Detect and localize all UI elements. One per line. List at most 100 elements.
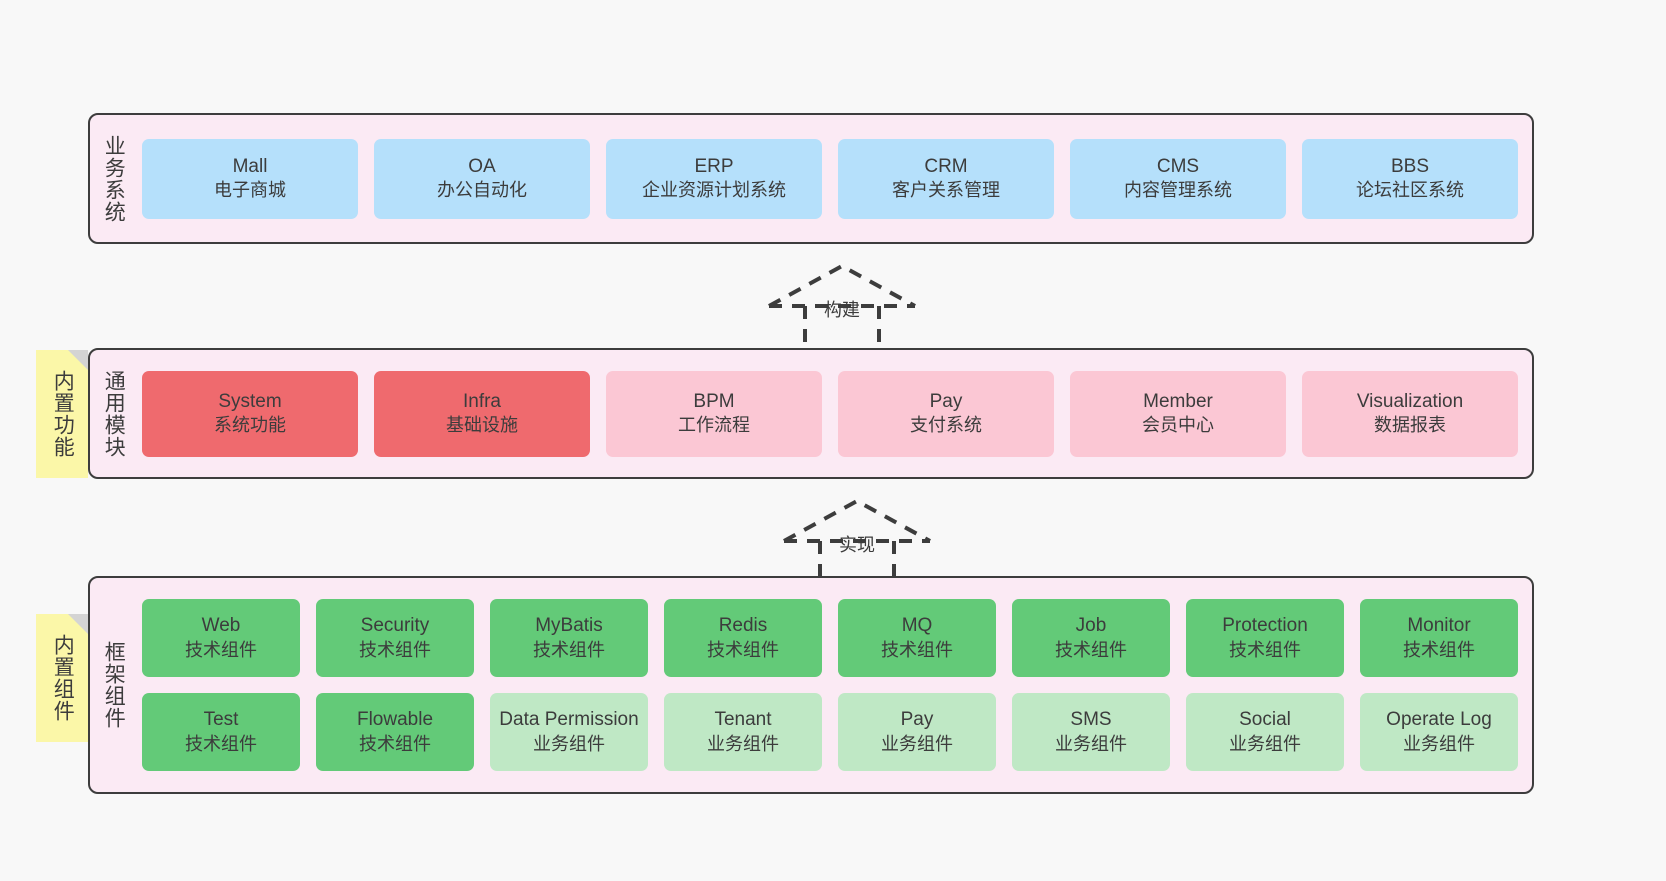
arrow-head-triangle: [783, 498, 931, 543]
card-title: Job: [1075, 615, 1107, 637]
card-subtitle: 办公自动化: [437, 180, 527, 201]
card-subtitle: 技术组件: [359, 733, 431, 754]
card-subtitle: 技术组件: [707, 639, 779, 660]
card-title: Pay: [900, 709, 934, 731]
card-subtitle: 基础设施: [446, 415, 518, 436]
arrow-head-triangle: [768, 263, 916, 308]
connector-label-build: 构建: [824, 300, 860, 320]
card-subtitle: 技术组件: [359, 639, 431, 660]
card-system[interactable]: System 系统功能: [142, 370, 358, 457]
card-subtitle: 论坛社区系统: [1356, 180, 1464, 201]
card-subtitle: 数据报表: [1374, 415, 1446, 436]
card-title: Protection: [1222, 615, 1308, 637]
card-title: System: [218, 390, 282, 412]
card-title: Visualization: [1356, 390, 1464, 412]
card-subtitle: 系统功能: [214, 415, 286, 436]
card-bpm[interactable]: BPM 工作流程: [606, 370, 822, 457]
note-builtin-features-label: 内置功能: [51, 370, 75, 458]
card-title: Web: [201, 615, 241, 637]
note-builtin-components-label: 内置组件: [51, 634, 75, 722]
card-subtitle: 会员中心: [1142, 415, 1214, 436]
card-erp[interactable]: ERP 企业资源计划系统: [606, 138, 822, 219]
card-title: Tenant: [714, 709, 772, 731]
card-title: Mall: [232, 155, 268, 177]
layer-body-business-system: Mall 电子商城 OA 办公自动化 ERP 企业资源计划系统 CRM 客户关系管理 CMS 内容…: [136, 115, 1532, 242]
card-infra[interactable]: Infra 基础设施: [374, 370, 590, 457]
card-subtitle: 工作流程: [678, 415, 750, 436]
card-visualization[interactable]: Visualization 数据报表: [1302, 370, 1518, 457]
card-title: Pay: [929, 390, 963, 412]
card-title: Data Permission: [499, 709, 639, 731]
card-subtitle: 业务组件: [707, 733, 779, 754]
layer-title-business-system: 业务系统: [102, 134, 126, 223]
card-oa[interactable]: OA 办公自动化: [374, 138, 590, 219]
layer-business-system: 业务系统 Mall 电子商城 OA 办公自动化 ERP 企业资源计划系统 CRM 客户关系管理…: [88, 113, 1534, 244]
card-row: Mall 电子商城 OA 办公自动化 ERP 企业资源计划系统 CRM 客户关系管理 CMS 内容…: [142, 138, 1518, 219]
card-cms[interactable]: CMS 内容管理系统: [1070, 138, 1286, 219]
card-title: ERP: [694, 155, 734, 177]
card-subtitle: 业务组件: [533, 733, 605, 754]
card-subtitle: 技术组件: [1055, 639, 1127, 660]
card-subtitle: 技术组件: [185, 733, 257, 754]
layer-title-framework-components: 框架组件: [102, 641, 126, 729]
card-crm[interactable]: CRM 客户关系管理: [838, 138, 1054, 219]
card-subtitle: 电子商城: [214, 180, 286, 201]
card-title: Test: [203, 709, 239, 731]
card-subtitle: 内容管理系统: [1124, 180, 1232, 201]
card-title: Social: [1239, 709, 1291, 731]
card-title: SMS: [1070, 709, 1112, 731]
card-title: MQ: [901, 615, 933, 637]
card-title: CRM: [924, 155, 968, 177]
card-title: MyBatis: [535, 615, 603, 637]
card-subtitle: 技术组件: [1229, 639, 1301, 660]
card-title: OA: [468, 155, 496, 177]
connector-build: 构建: [757, 258, 927, 358]
card-subtitle: 业务组件: [1055, 733, 1127, 754]
card-title: BPM: [693, 390, 735, 412]
card-subtitle: 业务组件: [881, 733, 953, 754]
card-title: Redis: [718, 615, 768, 637]
card-title: CMS: [1156, 155, 1200, 177]
card-subtitle: 企业资源计划系统: [642, 180, 786, 201]
card-subtitle: 业务组件: [1403, 733, 1475, 754]
note-builtin-components: 内置组件: [36, 614, 88, 742]
card-title: Security: [360, 615, 430, 637]
card-mall[interactable]: Mall 电子商城: [142, 138, 358, 219]
card-pay[interactable]: Pay 支付系统: [838, 370, 1054, 457]
card-subtitle: 客户关系管理: [892, 180, 1000, 201]
card-row: System 系统功能 Infra 基础设施 BPM 工作流程 Pay 支付系统 Member 会…: [142, 370, 1518, 457]
card-title: Flowable: [356, 709, 434, 731]
card-member[interactable]: Member 会员中心: [1070, 370, 1286, 457]
card-title: Monitor: [1407, 615, 1471, 637]
card-title: Member: [1143, 390, 1213, 412]
card-subtitle: 支付系统: [910, 415, 982, 436]
card-subtitle: 技术组件: [533, 639, 605, 660]
card-subtitle: 技术组件: [1403, 639, 1475, 660]
card-subtitle: 技术组件: [185, 639, 257, 660]
card-title: Infra: [462, 390, 502, 412]
card-subtitle: 业务组件: [1229, 733, 1301, 754]
note-builtin-features: 内置功能: [36, 350, 88, 478]
